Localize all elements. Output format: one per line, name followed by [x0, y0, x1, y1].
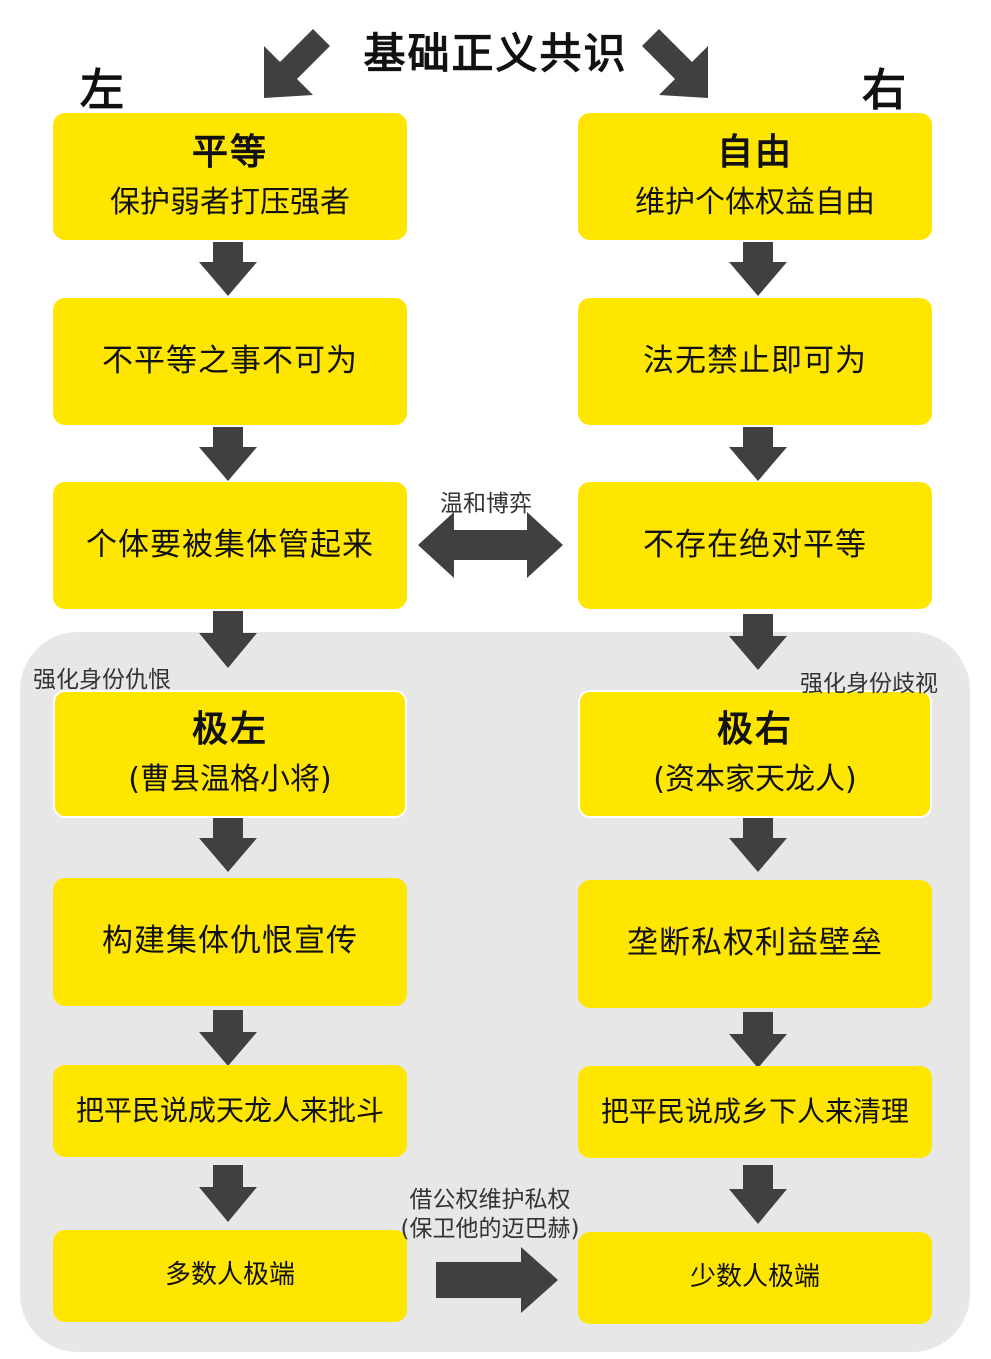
- down-arrow-right-5: [729, 1012, 787, 1068]
- down-arrow-right-1: [729, 242, 787, 296]
- right-box-7-text: 少数人极端: [689, 1262, 820, 1293]
- left-box-5: 构建集体仇恨宣传: [53, 878, 407, 1006]
- down-arrow-left-1: [199, 242, 257, 296]
- left-box-7-text: 多数人极端: [164, 1260, 295, 1291]
- right-freedom-box: 自由 维护个体权益自由: [578, 113, 932, 240]
- public-power-note-line2: (保卫他的迈巴赫): [400, 1215, 580, 1242]
- public-power-note-line1: 借公权维护私权: [409, 1187, 571, 1213]
- down-arrow-left-5: [199, 1010, 257, 1066]
- down-arrow-left-3: [199, 611, 257, 668]
- right-box-7: 少数人极端: [578, 1232, 932, 1324]
- moderate-game-label: 温和博弈: [440, 491, 532, 517]
- far-left-title: 极左: [191, 709, 268, 751]
- left-equality-subtitle: 保护弱者打压强者: [110, 184, 350, 220]
- left-box-5-text: 构建集体仇恨宣传: [102, 923, 358, 960]
- down-arrow-left-4: [199, 818, 257, 872]
- left-box-3: 个体要被集体管起来: [53, 482, 407, 609]
- left-box-7: 多数人极端: [53, 1230, 407, 1322]
- page-title: 基础正义共识: [363, 29, 628, 78]
- down-arrow-right-2: [729, 427, 787, 481]
- far-left-subtitle: (曹县温格小将): [128, 762, 332, 798]
- down-arrow-right-3: [729, 614, 787, 670]
- far-right-box: 极右 (资本家天龙人): [578, 690, 932, 818]
- left-equality-title: 平等: [191, 131, 268, 173]
- left-box-6: 把平民说成天龙人来批斗: [53, 1065, 407, 1157]
- down-arrow-right-6: [729, 1165, 787, 1224]
- right-freedom-title: 自由: [716, 131, 793, 173]
- left-extreme-note: 强化身份仇恨: [33, 667, 171, 693]
- public-power-note: 借公权维护私权 (保卫他的迈巴赫): [390, 1186, 590, 1244]
- diagonal-arrow-right: [642, 29, 708, 98]
- down-arrow-left-2: [199, 427, 257, 481]
- left-box-2-text: 不平等之事不可为: [102, 342, 358, 379]
- far-right-title: 极右: [716, 709, 793, 751]
- right-extreme-note: 强化身份歧视: [800, 671, 938, 697]
- right-box-3-text: 不存在绝对平等: [643, 526, 867, 563]
- right-freedom-subtitle: 维护个体权益自由: [635, 184, 875, 220]
- right-label: 右: [862, 65, 906, 116]
- diagonal-arrow-left: [264, 29, 330, 98]
- double-arrow: [418, 512, 563, 578]
- left-box-3-text: 个体要被集体管起来: [86, 526, 374, 563]
- left-box-6-text: 把平民说成天龙人来批斗: [75, 1094, 384, 1128]
- left-equality-box: 平等 保护弱者打压强者: [53, 113, 407, 240]
- right-box-6-text: 把平民说成乡下人来清理: [600, 1095, 909, 1129]
- down-arrow-right-4: [729, 818, 787, 872]
- right-box-5: 垄断私权利益壁垒: [578, 880, 932, 1008]
- left-label: 左: [80, 65, 124, 116]
- right-box-5-text: 垄断私权利益壁垒: [627, 925, 883, 962]
- left-box-2: 不平等之事不可为: [53, 298, 407, 425]
- right-box-2: 法无禁止即可为: [578, 298, 932, 425]
- far-right-subtitle: (资本家天龙人): [653, 762, 857, 798]
- far-left-box: 极左 (曹县温格小将): [53, 690, 407, 818]
- right-box-2-text: 法无禁止即可为: [643, 342, 867, 379]
- right-box-6: 把平民说成乡下人来清理: [578, 1066, 932, 1158]
- right-box-3: 不存在绝对平等: [578, 482, 932, 609]
- down-arrow-left-6: [199, 1165, 257, 1222]
- right-arrow-bottom: [436, 1247, 558, 1313]
